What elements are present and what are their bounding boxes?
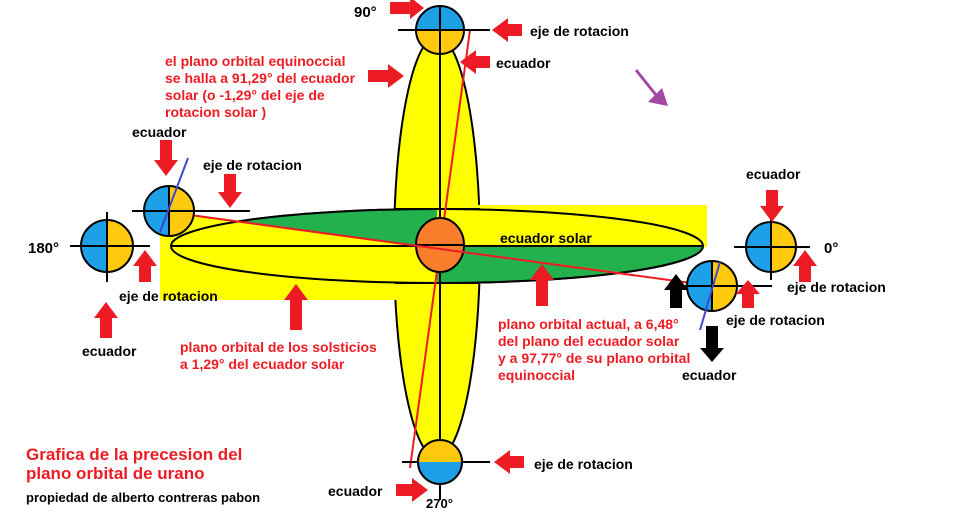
eje-left-top-label: eje de rotacion	[203, 157, 302, 173]
ecuador-right-top-label: ecuador	[746, 166, 801, 182]
eje-right-outer-label: eje de rotacion	[787, 279, 886, 295]
ecuador-right-bottom-label: ecuador	[682, 367, 737, 383]
arrow-ecuador-left-top	[154, 140, 178, 176]
angle-270-label: 270°	[426, 496, 453, 511]
arrow-eje-right-inner	[736, 280, 760, 308]
arrow-solsticios	[284, 284, 308, 330]
eje-bottom-label: eje de rotacion	[534, 456, 633, 472]
actual-note: plano orbital actual, a 6,48° del plano …	[498, 316, 691, 383]
arrow-black-up	[664, 274, 688, 308]
ecuador-solar-label: ecuador solar	[500, 230, 592, 246]
arrow-black-down	[700, 326, 724, 362]
arrow-90-right	[390, 0, 424, 19]
red-arrows	[94, 0, 817, 502]
equinoccial-note: el plano orbital equinoccial se halla a …	[165, 53, 356, 120]
uranus-90	[398, 5, 490, 55]
ecuador-left-bottom-label: ecuador	[82, 343, 137, 359]
uranus-tilted-left	[132, 157, 250, 237]
arrow-actual	[530, 264, 554, 306]
ecuador-top-label: ecuador	[496, 55, 551, 71]
uranus-180	[70, 212, 150, 282]
purple-arrow	[634, 69, 668, 106]
diagram-title: Grafica de la precesion del plano orbita…	[26, 445, 243, 483]
arrow-equinoccial-note	[368, 64, 404, 88]
arrow-ecuador-top	[460, 50, 490, 74]
angle-0-label: 0°	[824, 240, 839, 257]
angle-180-label: 180°	[28, 240, 60, 257]
solsticios-note: plano orbital de los solsticios a 1,29° …	[180, 339, 377, 372]
arrow-ecuador-left-bottom	[94, 302, 118, 338]
ecuador-left-top-label: ecuador	[132, 124, 187, 140]
eje-left-bottom-label: eje de rotacion	[119, 288, 218, 304]
ecuador-bottom-label: ecuador	[328, 483, 383, 499]
uranus-tilted-right	[668, 260, 772, 331]
eje-right-inner-label: eje de rotacion	[726, 312, 825, 328]
owner-credit: propiedad de alberto contreras pabon	[26, 490, 261, 505]
arrow-eje-right-outer	[793, 250, 817, 282]
arrow-eje-left-top	[218, 174, 242, 208]
black-arrows	[664, 274, 724, 362]
arrow-eje-top	[492, 18, 522, 42]
eje-top-label: eje de rotacion	[530, 23, 629, 39]
arrow-eje-bottom	[494, 450, 524, 474]
angle-90-label: 90°	[354, 4, 377, 21]
uranus-270	[417, 439, 463, 485]
arrow-ecuador-bottom	[396, 478, 428, 502]
arrow-ecuador-right	[760, 190, 784, 222]
current-orbit-line	[167, 211, 736, 290]
uranus-0	[734, 216, 810, 280]
arrow-eje-left-bottom	[133, 250, 157, 282]
